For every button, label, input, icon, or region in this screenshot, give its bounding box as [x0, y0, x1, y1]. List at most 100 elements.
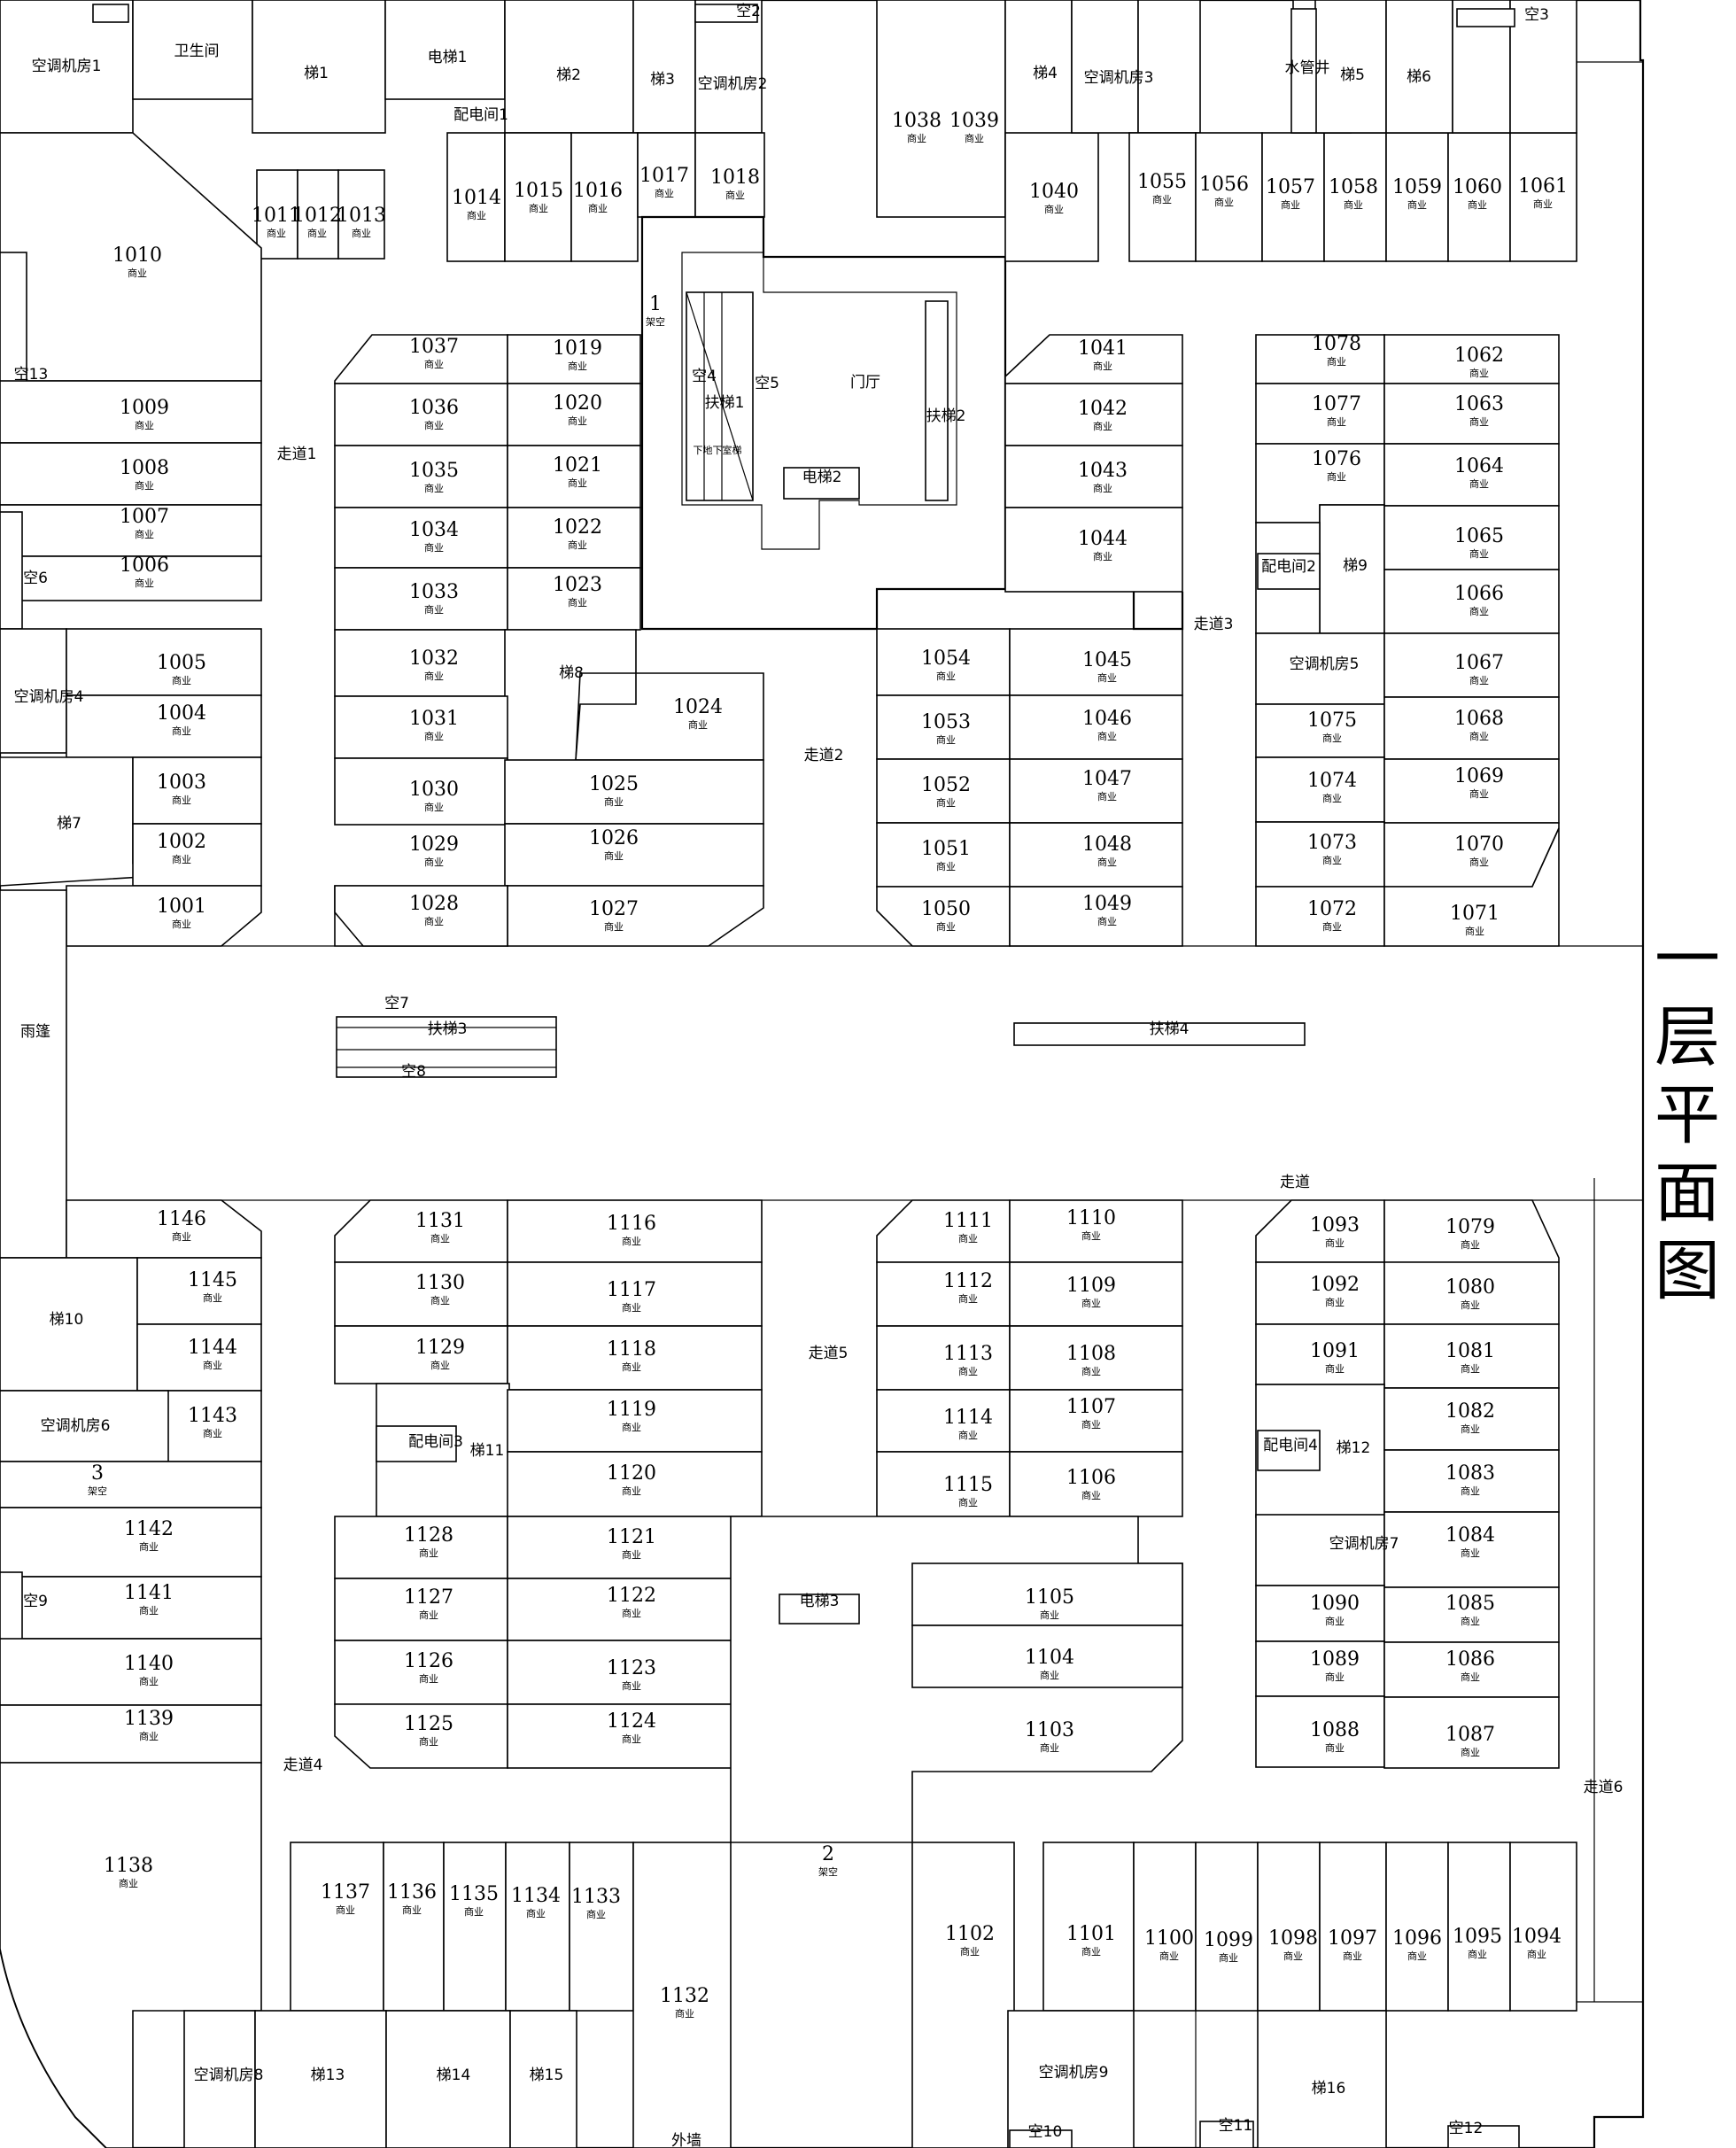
shop-type-label: 商业 [424, 603, 444, 616]
void-number-2: 2 [822, 1843, 834, 1865]
facility-label: 配电间2 [1261, 558, 1316, 576]
shop-type-label: 商业 [1152, 193, 1172, 205]
shop-number-1012: 1012 [292, 205, 342, 227]
shop-type-label: 商业 [1281, 198, 1300, 211]
shop-type-label: 商业 [139, 1540, 159, 1553]
shop-type-label: 商业 [1461, 1746, 1480, 1758]
shop-number-1075: 1075 [1307, 710, 1357, 732]
shop-type-label: 商业 [139, 1675, 159, 1687]
shop-number-1036: 1036 [409, 397, 459, 419]
shop-number-1097: 1097 [1328, 1927, 1377, 1950]
shop-type-label: 商业 [622, 1733, 641, 1745]
shop-number-1133: 1133 [571, 1886, 621, 1908]
shop-number-1005: 1005 [157, 652, 206, 674]
shop-number-1146: 1146 [157, 1208, 206, 1230]
shop-type-label: 商业 [1469, 477, 1489, 490]
corridor-label: 走道2 [804, 747, 844, 764]
facility-label: 扶梯1 [705, 394, 745, 412]
shop-type-label: 商业 [203, 1291, 222, 1304]
shop-type-label: 商业 [1322, 792, 1342, 804]
shop-number-1098: 1098 [1268, 1927, 1318, 1950]
shop-type-label: 商业 [1469, 547, 1489, 560]
shop-type-label: 商业 [1469, 787, 1489, 800]
facility-label: 电梯1 [428, 49, 468, 66]
shop-number-1123: 1123 [607, 1657, 656, 1679]
shop-number-1050: 1050 [921, 898, 971, 920]
shop-type-label: 商业 [172, 725, 191, 737]
shop-type-label: 商业 [1461, 1299, 1480, 1311]
shop-number-1083: 1083 [1445, 1462, 1495, 1485]
shop-type-label: 商业 [1097, 730, 1117, 742]
outer-wall-label: 外墙 [671, 2132, 701, 2148]
shop-number-1042: 1042 [1078, 398, 1128, 420]
shop-type-label: 商业 [568, 539, 587, 551]
shop-type-label: 商业 [1527, 1948, 1546, 1960]
shop-type-label: 商业 [936, 796, 956, 809]
shop-type-label: 商业 [419, 1735, 438, 1748]
shop-number-1022: 1022 [553, 516, 602, 539]
shop-number-1013: 1013 [337, 205, 386, 227]
shop-number-1041: 1041 [1078, 337, 1128, 360]
shop-type-label: 商业 [1407, 1950, 1427, 1962]
shop-number-1065: 1065 [1454, 525, 1504, 547]
shop-number-1039: 1039 [949, 110, 999, 132]
shop-number-1031: 1031 [409, 708, 459, 730]
shop-type-label: 商业 [419, 1609, 438, 1621]
shop-number-1025: 1025 [589, 773, 639, 795]
shop-number-1144: 1144 [188, 1337, 237, 1359]
facility-label: 扶梯4 [1150, 1020, 1190, 1038]
shop-type-label: 商业 [1469, 415, 1489, 428]
shop-type-label: 商业 [1407, 198, 1427, 211]
shop-type-label: 商业 [568, 477, 587, 489]
shop-number-1090: 1090 [1310, 1593, 1360, 1615]
shop-number-1132: 1132 [660, 1985, 709, 2007]
shop-type-label: 商业 [568, 360, 587, 372]
shop-number-1145: 1145 [188, 1269, 237, 1291]
shop-type-label: 商业 [172, 918, 191, 930]
facility-label: 梯8 [559, 664, 584, 682]
shop-type-label: 商业 [1040, 1669, 1059, 1681]
shop-type-label: 商业 [1093, 550, 1112, 562]
shop-number-1086: 1086 [1445, 1648, 1495, 1671]
facility-label: 扶梯3 [428, 1020, 468, 1038]
shop-number-1059: 1059 [1392, 176, 1442, 198]
facility-label: 卫生间 [174, 43, 220, 60]
shop-number-1126: 1126 [404, 1650, 453, 1672]
shop-number-1056: 1056 [1199, 174, 1249, 196]
shop-number-1112: 1112 [943, 1270, 993, 1292]
shop-number-1135: 1135 [449, 1883, 499, 1905]
facility-label: 空调机房9 [1039, 2064, 1109, 2082]
shop-type-label: 商业 [960, 1945, 980, 1958]
shop-number-1076: 1076 [1312, 448, 1361, 470]
shop-number-1115: 1115 [943, 1474, 993, 1496]
shop-number-1143: 1143 [188, 1405, 237, 1427]
shop-number-1046: 1046 [1082, 708, 1132, 730]
shop-type-label: 商业 [1040, 1609, 1059, 1621]
shop-number-1137: 1137 [321, 1881, 370, 1904]
shop-number-1070: 1070 [1454, 834, 1504, 856]
facility-label: 空11 [1219, 2117, 1253, 2135]
shop-type-label: 商业 [1469, 674, 1489, 686]
facility-label: 下地下室梯 [694, 444, 742, 456]
shop-type-label: 商业 [424, 358, 444, 370]
facility-label: 梯1 [304, 65, 329, 82]
shop-type-label: 商业 [307, 227, 327, 239]
shop-number-1087: 1087 [1445, 1724, 1495, 1746]
shop-type-label: 商业 [586, 1908, 606, 1920]
shop-type-label: 商业 [1461, 1238, 1480, 1251]
shop-number-1105: 1105 [1025, 1586, 1074, 1609]
facility-label: 梯16 [1312, 2080, 1346, 2098]
corridor-label: 走道4 [283, 1756, 323, 1774]
shop-number-1120: 1120 [607, 1462, 656, 1485]
shop-type-label: 商业 [1219, 1951, 1238, 1964]
shop-number-1064: 1064 [1454, 455, 1504, 477]
facility-label: 梯5 [1340, 66, 1365, 84]
shop-number-1108: 1108 [1066, 1343, 1116, 1365]
title-char-3: 平 [1655, 1077, 1720, 1153]
shop-number-1018: 1018 [710, 167, 760, 189]
shop-type-label: 商业 [1327, 355, 1346, 368]
facility-label: 空5 [755, 375, 779, 392]
corridor-label: 走道5 [809, 1345, 849, 1362]
shop-type-label: 商业 [1461, 1547, 1480, 1559]
shop-type-label: 商业 [655, 187, 674, 199]
